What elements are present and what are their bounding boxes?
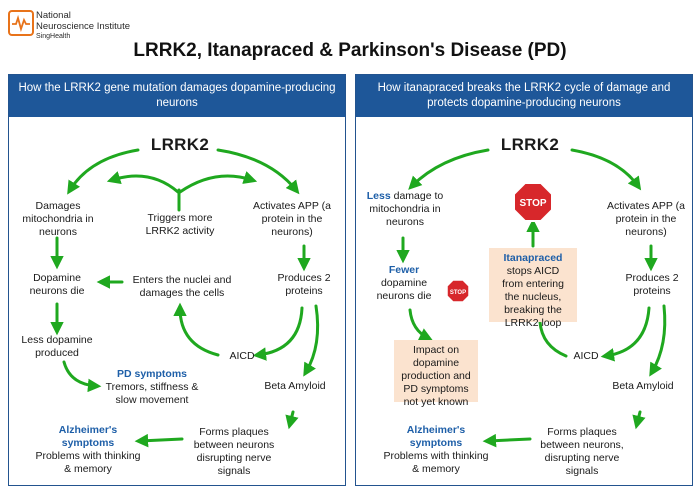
left-less-dopamine: Less dopamine produced bbox=[21, 334, 93, 359]
logo-text-institute: Neuroscience Institute bbox=[36, 21, 130, 32]
arrow-r-produces-to-beta bbox=[649, 304, 667, 377]
right-activates-app: Activates APP (a protein in the neurons) bbox=[606, 200, 685, 238]
itanapraced-box: Itanapraced stops AICD from entering the… bbox=[489, 248, 577, 329]
logo-text-singhealth: SingHealth bbox=[36, 33, 71, 40]
left-panel-header: How the LRRK2 gene mutation damages dopa… bbox=[9, 75, 345, 117]
page-title: LRRK2, Itanapraced & Parkinson's Disease… bbox=[133, 40, 567, 61]
arrow-r-plaques-to-alz bbox=[482, 433, 532, 448]
left-produces-proteins: Produces 2 proteins bbox=[277, 272, 331, 297]
left-lrrk2-label: LRRK2 bbox=[150, 135, 210, 154]
right-fewer-word: Fewer bbox=[388, 264, 420, 276]
arrow-r-lrrk2-to-mito bbox=[408, 148, 490, 190]
right-lrrk2-label: LRRK2 bbox=[500, 135, 560, 154]
right-less-damage: Less damage to mitochondria in neurons bbox=[358, 190, 452, 229]
right-forms-plaques: Forms plaques between neurons, disruptin… bbox=[540, 426, 624, 477]
arrow-aicd-to-enters bbox=[173, 302, 220, 357]
right-panel: How itanapraced breaks the LRRK2 cycle o… bbox=[355, 74, 693, 486]
impact-box: Impact on dopamine production and PD sym… bbox=[394, 340, 478, 408]
stop-sign-small-icon: STOP bbox=[446, 279, 470, 303]
right-alz-text: Problems with thinking & memory bbox=[383, 450, 489, 475]
left-damages-mito: Damages mitochondria in neurons bbox=[22, 200, 94, 238]
right-fewer-rest: dopamine neurons die bbox=[376, 277, 432, 302]
right-aicd: AICD bbox=[573, 350, 599, 362]
left-enters-nuclei: Enters the nuclei and damages the cells bbox=[132, 274, 232, 299]
arrow-r-aicd-curve bbox=[538, 320, 568, 358]
left-beta-amyloid: Beta Amyloid bbox=[264, 380, 326, 392]
arrow-less-to-pd bbox=[62, 360, 102, 393]
arrow-plaques-to-alz bbox=[134, 433, 184, 448]
right-panel-header: How itanapraced breaks the LRRK2 cycle o… bbox=[356, 75, 692, 117]
left-alz-title: Alzheimer's symptoms bbox=[58, 424, 118, 449]
right-produces-proteins: Produces 2 proteins bbox=[625, 272, 679, 297]
arrow-trigger-right bbox=[178, 171, 258, 194]
right-alz-title: Alzheimer's symptoms bbox=[406, 424, 466, 449]
logo-text-national: National bbox=[36, 10, 71, 21]
nni-logo-icon bbox=[8, 10, 34, 36]
left-alz-text: Problems with thinking & memory bbox=[35, 450, 141, 475]
left-triggers-activity: Triggers more LRRK2 activity bbox=[145, 212, 215, 237]
left-pd-text: Tremors, stiffness & slow movement bbox=[105, 381, 199, 406]
left-dopamine-die: Dopamine neurons die bbox=[29, 272, 85, 297]
left-aicd: AICD bbox=[229, 350, 255, 362]
stop-sign-large-label: STOP bbox=[519, 198, 546, 209]
right-fewer-dopamine: Fewer dopamine neurons die bbox=[368, 264, 440, 303]
stop-sign-small-label: STOP bbox=[450, 290, 466, 296]
left-pd-title: PD symptoms bbox=[116, 368, 188, 380]
left-panel: How the LRRK2 gene mutation damages dopa… bbox=[8, 74, 346, 486]
left-activates-app: Activates APP (a protein in the neurons) bbox=[252, 200, 331, 238]
arrow-produces-to-beta bbox=[303, 304, 320, 377]
arrow-r-lrrk2-to-app bbox=[570, 148, 642, 191]
itanapraced-text: stops AICD from entering the nucleus, br… bbox=[502, 265, 564, 329]
right-beta-amyloid: Beta Amyloid bbox=[612, 380, 674, 392]
arrow-r-fewer-to-impact bbox=[408, 308, 433, 341]
right-less-word: Less bbox=[366, 190, 391, 202]
left-forms-plaques: Forms plaques between neurons disrupting… bbox=[193, 426, 275, 477]
arrow-lrrk2-to-app bbox=[216, 148, 300, 195]
stop-sign-large-icon: STOP bbox=[513, 182, 553, 222]
arrow-trigger-left bbox=[106, 171, 180, 194]
itanapraced-title: Itanapraced bbox=[503, 252, 563, 264]
right-less-rest: damage to mitochondria in neurons bbox=[369, 190, 444, 228]
arrow-lrrk2-to-mito bbox=[67, 148, 140, 195]
arrow-produces-to-aicd bbox=[252, 306, 304, 361]
arrow-beta-to-plaques bbox=[285, 410, 299, 430]
arrow-r-produces-to-aicd bbox=[600, 306, 651, 362]
arrow-r-beta-to-plaques bbox=[632, 410, 646, 430]
